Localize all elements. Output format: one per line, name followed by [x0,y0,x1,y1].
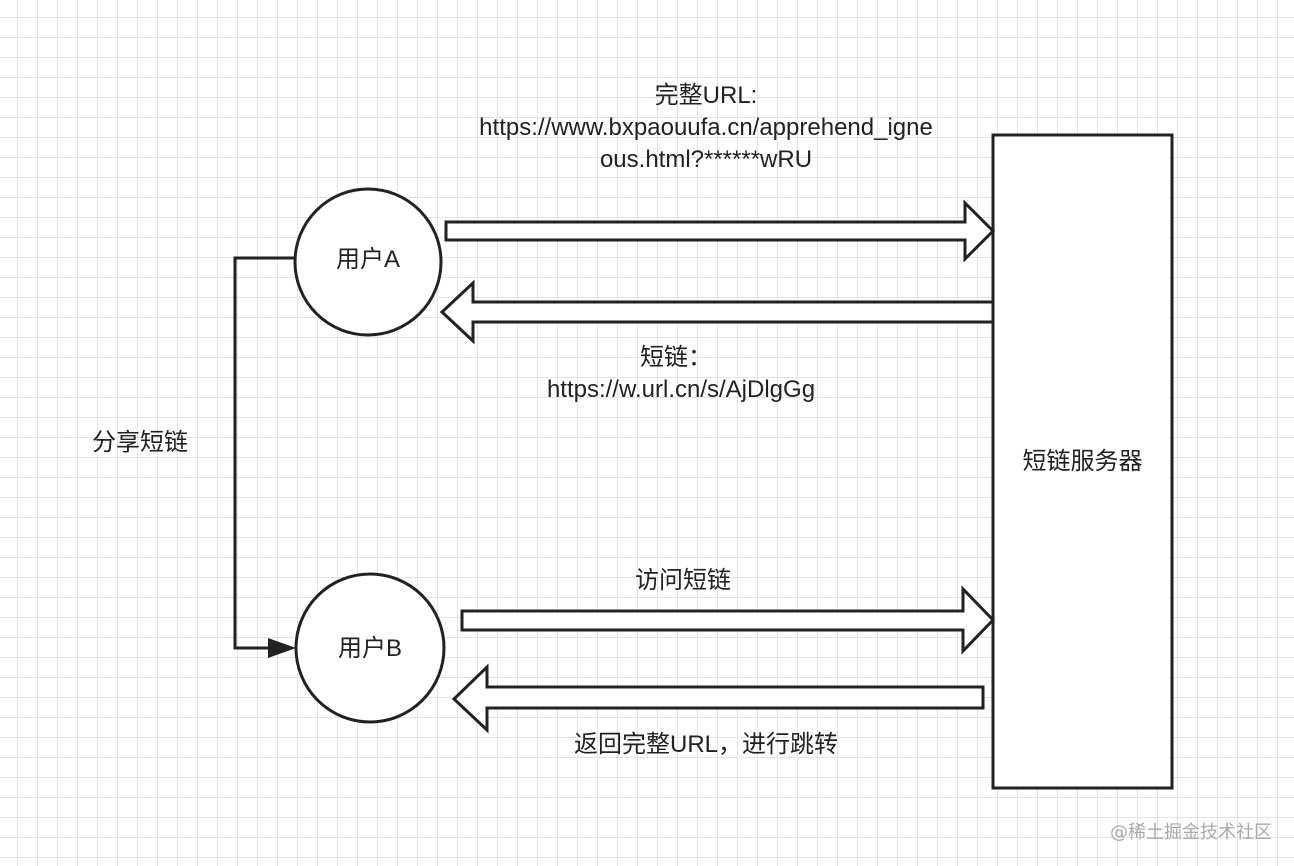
server-label: 短链服务器 [1022,448,1143,475]
user-a-node [293,187,443,337]
short-link-url: https://w.url.cn/s/AjDlgGg [546,376,816,403]
user-b-label: 用户B [337,635,402,662]
full-url-title: 完整URL: [654,82,758,109]
arrow-b-to-server [460,585,996,655]
arrow-server-to-b [451,663,985,734]
user-b-node [294,572,446,724]
share-connector-arrowhead [268,638,296,658]
user-a-label: 用户A [335,246,400,273]
redirect-label: 返回完整URL，进行跳转 [573,731,838,758]
arrow-server-to-a [439,279,995,345]
watermark: @稀土掘金技术社区 [1110,822,1272,843]
full-url-line-2: ous.html?******wRU [599,146,813,173]
share-label: 分享短链 [92,429,188,456]
visit-label: 访问短链 [635,567,731,594]
share-connector-line [233,256,296,650]
full-url-line-1: https://www.bxpaouufa.cn/apprehend_igne [479,114,933,141]
arrow-a-to-server [444,199,996,263]
short-link-server-node [991,133,1174,790]
short-link-title: 短链： [640,344,712,371]
